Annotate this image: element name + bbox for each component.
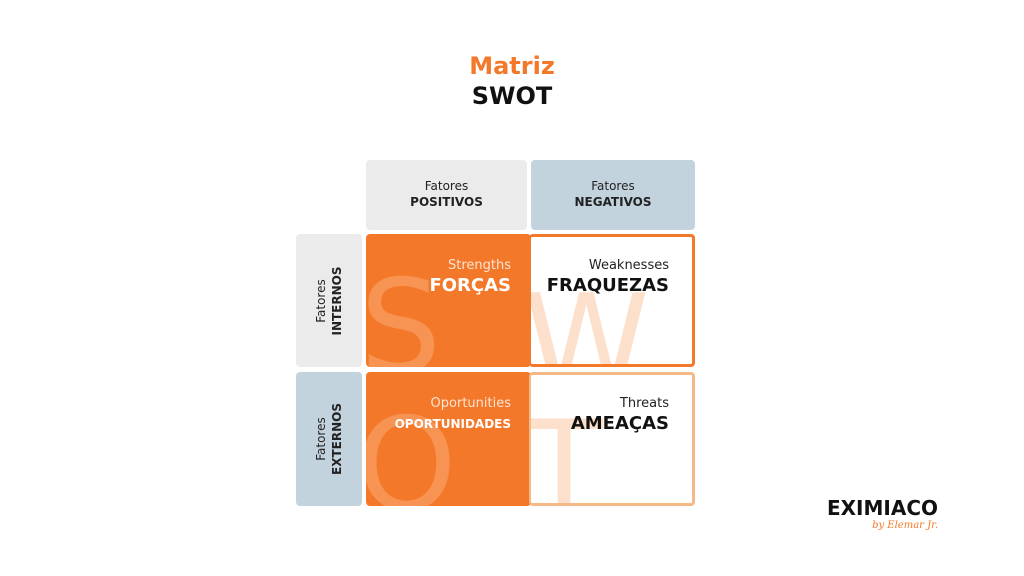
header-external-line2: EXTERNOS (330, 403, 344, 475)
title-matriz: Matriz (469, 52, 555, 80)
logo-byline: by Elemar Jr. (872, 520, 938, 531)
watermark-letter-s: S (366, 253, 442, 368)
quadrant-opportunities (366, 372, 531, 506)
opportunities-title: OPORTUNIDADES (394, 417, 511, 431)
opportunities-subtitle: Oportunities (430, 396, 511, 411)
watermark-o-area: O (366, 372, 531, 507)
weaknesses-subtitle: Weaknesses (588, 258, 669, 273)
quadrant-strengths (366, 234, 531, 367)
title-swot: SWOT (471, 82, 553, 110)
watermark-letter-o: O (366, 391, 457, 507)
eximiaco-logo: EXIMIACO by Elemar Jr. (810, 496, 938, 540)
header-negative-factors: Fatores NEGATIVOS (531, 160, 695, 230)
header-negative-line2: NEGATIVOS (574, 195, 652, 209)
logo-brand: EXIMIACO (826, 496, 938, 520)
watermark-s-area: S (366, 234, 531, 368)
header-internal-line2: INTERNOS (330, 265, 344, 336)
header-positive-line1: Fatores (424, 179, 469, 193)
watermark-w-area: W (531, 237, 692, 365)
weaknesses-title: FRAQUEZAS (546, 275, 669, 296)
header-internal-line1: Fatores (314, 278, 328, 323)
opportunities-text: Oportunities OPORTUNIDADES (366, 396, 511, 436)
weaknesses-text: Weaknesses FRAQUEZAS (531, 258, 669, 298)
threats-subtitle: Threats (619, 396, 669, 411)
header-external-line1: Fatores (314, 417, 328, 461)
watermark-t-area: T (531, 375, 692, 504)
strengths-subtitle: Strengths (447, 258, 511, 273)
header-negative-line1: Fatores (591, 179, 635, 193)
header-positive-line2: POSITIVOS (410, 195, 483, 209)
quadrant-weaknesses (529, 234, 695, 367)
header-external-factors: Fatores EXTERNOS (296, 372, 362, 506)
threats-title: AMEAÇAS (570, 413, 669, 434)
header-internal-factors: Fatores INTERNOS (296, 234, 362, 367)
watermark-letter-t: T (531, 394, 604, 504)
watermark-letter-w: W (531, 268, 650, 365)
strengths-text: Strengths FORÇAS (366, 258, 511, 298)
strengths-title: FORÇAS (429, 275, 511, 296)
quadrant-threats (529, 372, 695, 506)
threats-text: Threats AMEAÇAS (531, 396, 669, 436)
header-positive-factors: Fatores POSITIVOS (366, 160, 527, 230)
